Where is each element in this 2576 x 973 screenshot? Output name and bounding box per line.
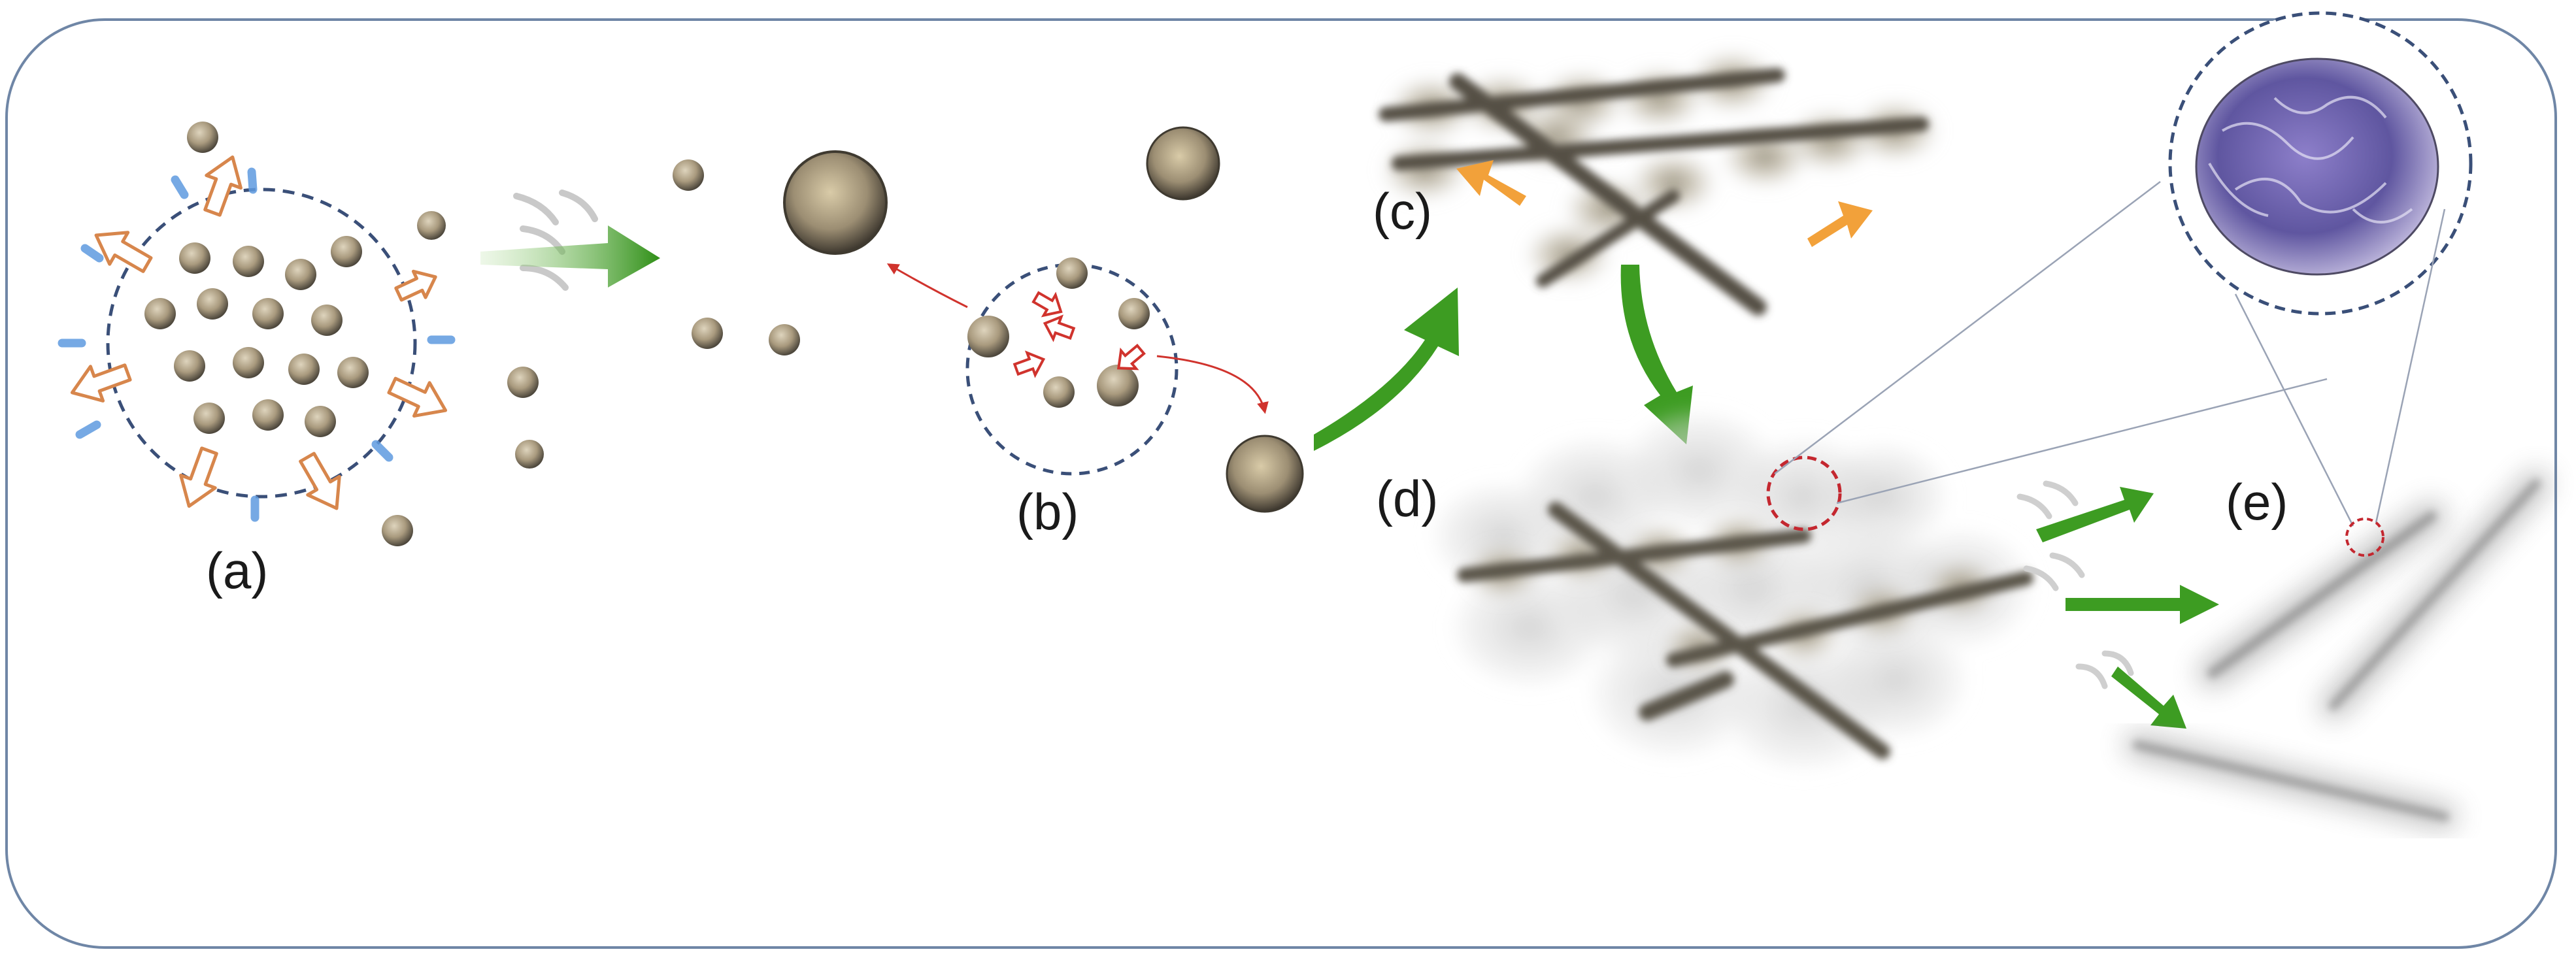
- particle-icon: [1118, 298, 1150, 329]
- spread-arrow-icon: [1807, 201, 1873, 247]
- particle-icon: [692, 318, 723, 349]
- expansion-arrows: [70, 155, 448, 510]
- particle-icon: [1043, 376, 1075, 408]
- panel-b: (b): [886, 257, 1304, 540]
- attraction-arrow-icon: [1031, 291, 1063, 318]
- magnifier-ring: [1766, 455, 1842, 531]
- panel-e: (e): [2124, 470, 2550, 896]
- coated-network: [1425, 405, 2039, 778]
- green-curved-arrow-down-icon: [1620, 265, 1693, 444]
- expansion-arrow-icon: [299, 452, 341, 510]
- particle-icon: [515, 440, 544, 469]
- motion-chevrons: [2016, 480, 2134, 689]
- fibre-network: [1379, 49, 1941, 316]
- particle-icon: [417, 211, 446, 240]
- pressure-tick: [371, 440, 393, 462]
- grown-particle: [1146, 126, 1220, 201]
- merged-particle: [1226, 435, 1304, 513]
- collision-boundary: [965, 263, 1179, 476]
- particle-icon: [673, 159, 704, 191]
- attraction-arrow-icon: [1043, 314, 1076, 342]
- particle-icon: [252, 298, 284, 329]
- particle-icon: [174, 350, 205, 382]
- zoom-lines-e: [2234, 208, 2446, 527]
- particle-icon: [382, 515, 413, 546]
- coated-fibre-core: [1457, 502, 2033, 759]
- particle-icon: [233, 246, 264, 277]
- magnifier-circle: [2168, 11, 2473, 316]
- green-arrow-icon: [480, 225, 660, 288]
- particle-icon: [967, 316, 1009, 357]
- expansion-arrow-icon: [394, 269, 437, 302]
- particle-icon: [311, 305, 343, 336]
- collision-particles: [967, 257, 1150, 408]
- particle-icon: [337, 357, 369, 388]
- fibre-bundle: [2124, 470, 2550, 896]
- label-e: (e): [2226, 473, 2288, 531]
- particle-icon: [144, 298, 176, 329]
- nanofibre-core: [2207, 511, 2437, 678]
- expansion-arrow-icon: [179, 446, 218, 508]
- label-a: (a): [206, 542, 268, 599]
- zoom-lines: [1774, 181, 2328, 504]
- expansion-arrow-icon: [94, 231, 153, 273]
- nanofibre-core: [2329, 479, 2541, 710]
- particle-icon: [285, 259, 316, 290]
- particle-icon: [193, 403, 225, 434]
- pressure-tick: [75, 420, 101, 439]
- panel-a: (a): [58, 122, 800, 599]
- cluster-boundary: [106, 188, 417, 499]
- particle-icon: [1097, 365, 1139, 406]
- grown-particle: [783, 150, 888, 255]
- spread-arrows: [1456, 160, 1873, 247]
- fibre-core: [1379, 68, 1929, 316]
- spread-arrow-icon: [1456, 160, 1526, 206]
- particle-icon: [1056, 257, 1088, 289]
- pressure-ticks: [58, 167, 456, 522]
- particle-cluster: [144, 236, 369, 437]
- label-c: (c): [1373, 182, 1432, 240]
- green-curved-arrow-icon: [1314, 288, 1459, 451]
- particle-icon: [305, 406, 336, 437]
- pressure-tick: [171, 175, 189, 199]
- transition-arrows-d-e: [2016, 480, 2219, 729]
- particle-icon: [288, 354, 320, 385]
- label-d: (d): [1376, 470, 1438, 527]
- green-arrow-icon: [2066, 585, 2219, 624]
- particle-icon: [179, 242, 210, 274]
- expansion-arrow-icon: [70, 363, 132, 403]
- panel-c: (c): [1373, 49, 1941, 316]
- particle-icon: [331, 236, 362, 267]
- pressure-tick: [80, 244, 104, 263]
- attraction-arrow-icon: [1012, 350, 1046, 378]
- transition-arrow-a-b: [480, 190, 660, 291]
- expansion-arrow-icon: [203, 155, 243, 217]
- panel-d: (d): [1376, 405, 2039, 778]
- attraction-arrow-icon: [1117, 344, 1146, 371]
- pressure-tick: [247, 167, 258, 194]
- magnifier-ring: [2345, 518, 2384, 557]
- expansion-arrow-icon: [387, 376, 448, 418]
- particle-icon: [507, 367, 539, 398]
- zoomed-texture-detail: [2208, 95, 2413, 223]
- nanofibre-core: [2133, 740, 2449, 821]
- particle-icon: [197, 288, 228, 320]
- attraction-arrows: [1012, 291, 1146, 378]
- particle-icon: [769, 324, 800, 355]
- green-arrow-icon: [2036, 487, 2154, 542]
- merge-arrow-down: [1156, 355, 1269, 414]
- escaping-particles: [187, 122, 800, 546]
- particle-icon: [187, 122, 218, 153]
- particle-icon: [233, 347, 264, 378]
- label-b: (b): [1016, 483, 1079, 540]
- merge-arrow-up: [886, 263, 968, 308]
- green-arrow-icon: [2111, 667, 2186, 729]
- zoomed-texture: [2195, 58, 2439, 276]
- particle-icon: [252, 399, 284, 431]
